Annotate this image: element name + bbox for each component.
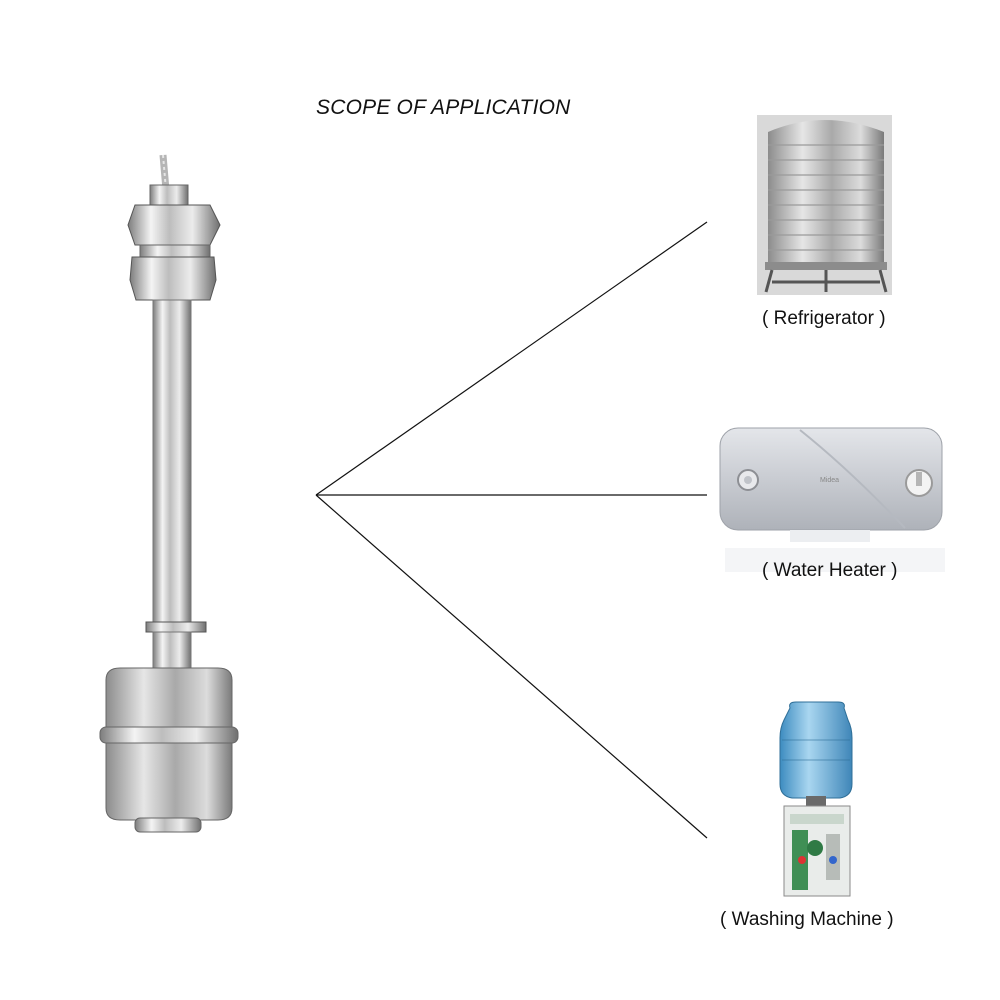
float-switch-icon bbox=[99, 154, 239, 833]
water-heater-caption: ( Water Heater ) bbox=[762, 560, 898, 581]
connector-lines bbox=[315, 221, 708, 839]
water-heater-icon: Midea bbox=[719, 427, 945, 572]
water-tank-icon bbox=[757, 115, 892, 295]
washing-machine-caption: ( Washing Machine ) bbox=[720, 909, 894, 930]
svg-text:Midea: Midea bbox=[820, 477, 839, 484]
page-title: SCOPE OF APPLICATION bbox=[316, 96, 571, 119]
water-dispenser-icon bbox=[779, 701, 853, 897]
refrigerator-caption: ( Refrigerator ) bbox=[762, 308, 886, 329]
